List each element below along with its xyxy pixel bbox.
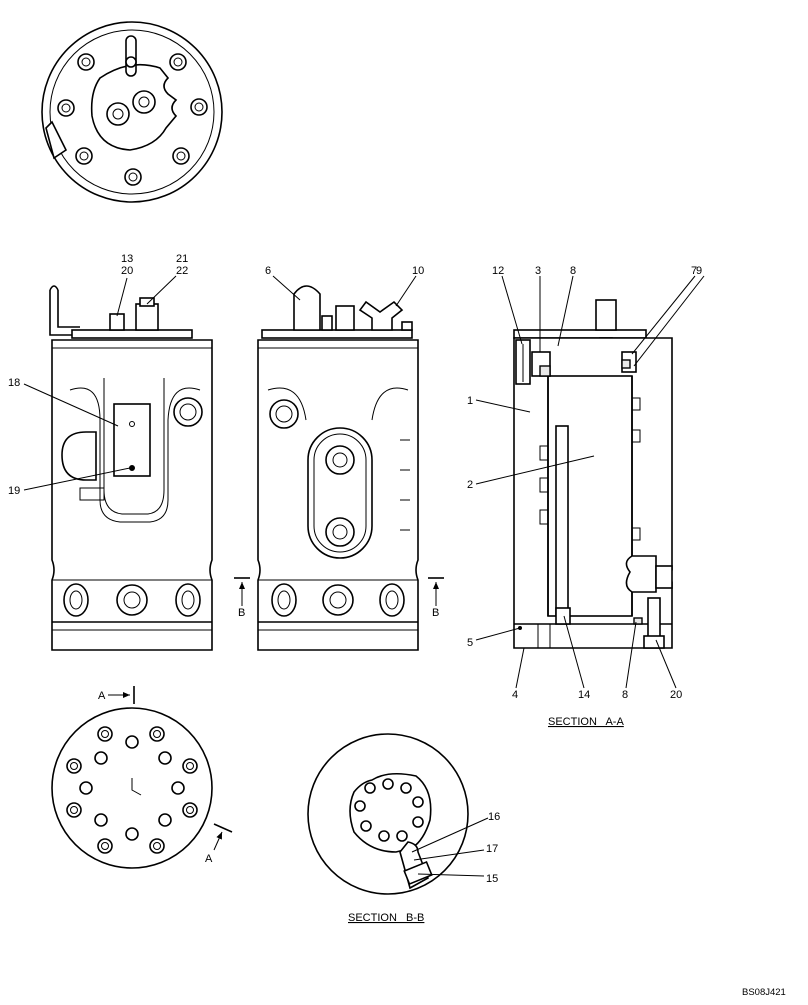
section-bb-holes — [354, 778, 424, 842]
bottom-view — [51, 686, 233, 869]
callout-10: 10 — [412, 265, 424, 277]
callout-2: 2 — [467, 479, 473, 491]
top-view — [41, 21, 223, 203]
front-view-middle — [234, 285, 444, 651]
callout-20: 20 — [121, 265, 133, 277]
section-bb-view — [307, 733, 469, 895]
callout-13: 13 — [121, 253, 133, 265]
drawing-code: BS08J421 — [742, 987, 786, 998]
section-marker-a-top: A — [98, 690, 106, 702]
section-aa-caption: SECTION A-A — [548, 716, 624, 728]
section-marker-b-left: B — [238, 607, 245, 619]
section-bb-caption: SECTION B-B — [348, 912, 424, 924]
callout-22: 22 — [176, 265, 188, 277]
callout-15: 15 — [486, 873, 498, 885]
callout-14: 14 — [578, 689, 590, 701]
section-marker-b-right: B — [432, 607, 439, 619]
callout-8-bottom: 8 — [622, 689, 628, 701]
callout-4: 4 — [512, 689, 518, 701]
section-aa-view — [513, 299, 673, 649]
callout-8-top: 8 — [570, 265, 576, 277]
callout-16: 16 — [488, 811, 500, 823]
callout-9-label: 9 — [696, 265, 702, 277]
callout-19: 19 — [8, 485, 20, 497]
callout-20-bottom: 20 — [670, 689, 682, 701]
callout-6: 6 — [265, 265, 271, 277]
bottom-view-holes — [66, 726, 198, 854]
callout-12: 12 — [492, 265, 504, 277]
leader-lines — [23, 275, 705, 877]
callout-3: 3 — [535, 265, 541, 277]
callout-labels: 13 20 21 22 18 19 6 10 12 3 8 7 9 1 2 5 … — [8, 253, 786, 998]
callout-7: 7 — [691, 265, 697, 277]
callout-1: 1 — [467, 395, 473, 407]
top-view-bolts — [57, 53, 208, 186]
front-view-left — [49, 285, 213, 651]
section-marker-a-bottom: A — [205, 853, 213, 865]
callout-18: 18 — [8, 377, 20, 389]
callout-17: 17 — [486, 843, 498, 855]
callout-21: 21 — [176, 253, 188, 265]
callout-5: 5 — [467, 637, 473, 649]
